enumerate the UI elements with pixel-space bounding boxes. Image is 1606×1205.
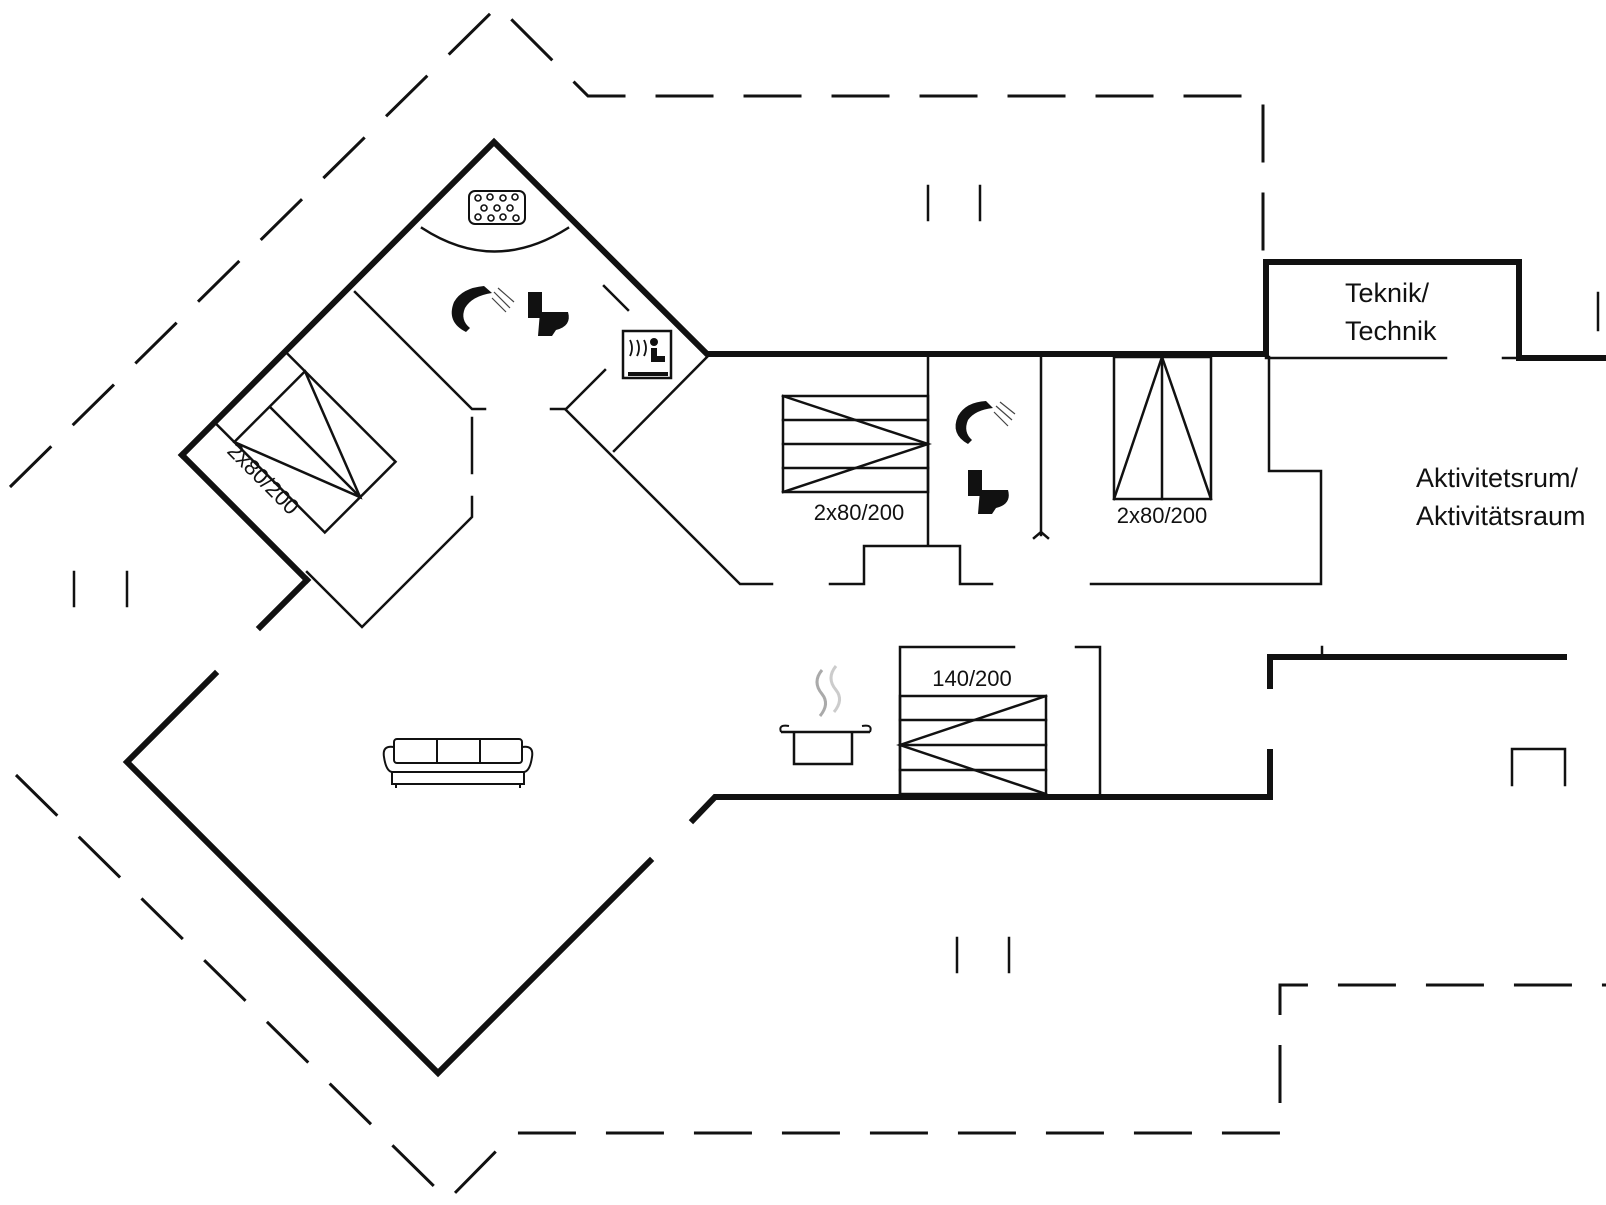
bed-1 — [212, 349, 398, 535]
outer-walls — [122, 137, 1606, 1078]
shower-icon — [955, 401, 1016, 444]
bed-4-label: 140/200 — [932, 666, 1012, 691]
interior-walls — [305, 284, 1600, 799]
spa-icon — [420, 190, 570, 253]
toilet-icon — [528, 292, 569, 336]
bed-3-label: 2x80/200 — [1117, 503, 1208, 528]
cooking-pot-icon — [779, 665, 872, 766]
aktivitet-label-line2: Aktivitätsraum — [1416, 501, 1586, 531]
technik-label-line1: Teknik/ — [1345, 278, 1430, 308]
bed-2-label: 2x80/200 — [814, 500, 905, 525]
toilet-icon — [968, 470, 1009, 514]
bed-4 — [896, 694, 1048, 796]
aktivitet-label-line1: Aktivitetsrum/ — [1416, 463, 1579, 493]
bed-2 — [781, 394, 932, 494]
sauna-icon — [621, 329, 673, 380]
technik-label-line2: Technik — [1345, 316, 1437, 346]
sofa-icon — [382, 738, 534, 788]
shower-icon — [451, 286, 515, 332]
terrace-outline — [8, 3, 1606, 1203]
bed-3 — [1112, 353, 1213, 501]
window-marks — [72, 184, 1011, 974]
